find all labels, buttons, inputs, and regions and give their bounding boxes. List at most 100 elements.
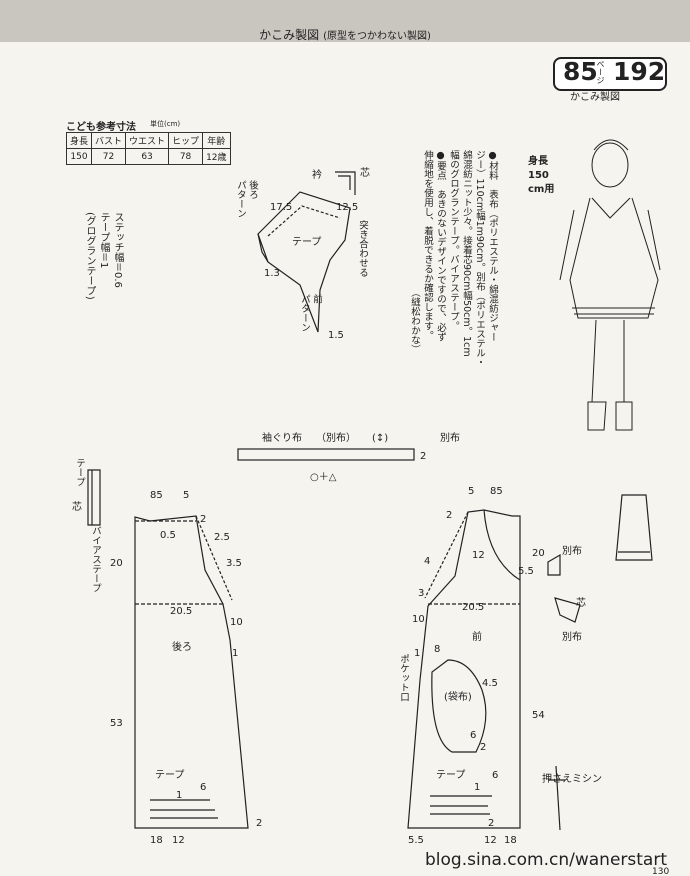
armhole-length: ○＋△ [310, 472, 337, 483]
girl-illustration [559, 139, 661, 431]
size-header-cell: バスト [91, 132, 127, 149]
back-side-in: 10 [230, 617, 243, 628]
armhole-title-note: （別布） [316, 432, 356, 444]
back-neck-drop: 0.5 [160, 530, 176, 541]
header-band [0, 0, 690, 42]
front-side-in: 10 [412, 614, 425, 625]
front-pocket-c: 6 [470, 730, 476, 741]
back-band-a: 1 [176, 790, 182, 801]
pattern-badge: 85 ページ 192 [553, 57, 667, 91]
size-table: 身長 バスト ウエスト ヒップ 年齢 150 72 63 78 12歳 [65, 132, 231, 165]
collar-dim-2: 12.5 [336, 202, 358, 213]
back-core-label: 芯 [72, 500, 82, 513]
height-label: 身長 150 cm用 [528, 156, 555, 195]
collar-dim-4: 1.5 [328, 330, 344, 341]
front-neck-curve [483, 509, 521, 581]
mini-dress-illustration [615, 494, 653, 561]
front-side-out: 1 [414, 648, 420, 659]
front-label: 前 [472, 630, 482, 643]
stitch-note: ステッチ幅＝0.6 テープ幅＝1 (グログランテープ) [84, 212, 123, 300]
materials-note: ●材料 表布（ポリエステル・綿混紡ジャー ジー）110cm幅1m90cm。別布（… [409, 150, 498, 367]
back-band-b: 6 [200, 782, 206, 793]
front-tape-label: テープ [436, 769, 465, 781]
front-yoke-height: 20 [532, 548, 545, 559]
collar-core-mark [335, 171, 356, 195]
size-table-value-row: 150 72 63 78 12歳 [65, 148, 231, 165]
collar-tape-label: テープ [292, 236, 321, 248]
back-armhole-guide [195, 515, 233, 601]
back-hem-left: 18 [150, 835, 163, 846]
back-hem-rise: 2 [256, 818, 262, 829]
back-label: 後ろ [172, 640, 192, 653]
front-band-b: 6 [492, 770, 498, 781]
page-title: かこみ製図(原型をつかわない製図) [0, 26, 690, 43]
back-bias-label: バイアステープ [90, 526, 101, 593]
size-value-cell: 72 [91, 148, 127, 165]
front-pocket-piece: (袋布) [444, 690, 472, 703]
front-hem-bands [430, 795, 492, 815]
front-contrast-1: 別布 [562, 545, 582, 557]
front-hem-offset: 5.5 [408, 835, 424, 846]
size-value-cell: 150 [65, 148, 93, 165]
front-neck-d: 4 [424, 556, 430, 567]
size-value-cell: 12歳 [202, 148, 231, 165]
front-neck-a: 2 [446, 510, 452, 521]
back-hem-bands [150, 799, 218, 819]
front-pocket-b: 4.5 [482, 678, 498, 689]
title-text: かこみ製図 [259, 28, 320, 42]
collar-title: 衿 [312, 168, 322, 181]
back-tape-label: テープ [155, 769, 184, 781]
armhole-strip [237, 448, 415, 461]
detail-piece-bottom [554, 597, 581, 623]
watermark-url: blog.sina.com.cn/wanerstart [425, 850, 667, 870]
armhole-contrast: 別布 [440, 432, 460, 444]
armhole-height-dim: 2 [420, 451, 426, 462]
collar-core-label: 芯 [360, 166, 370, 179]
page-number: 130 [652, 867, 669, 876]
front-neck-c: 5.5 [518, 566, 534, 577]
front-hem-rise: 2 [488, 818, 494, 829]
armhole-grain: (↕) [372, 433, 388, 444]
front-bodice-outline [407, 509, 521, 829]
collar-dim-1: 17.5 [270, 202, 292, 213]
front-chest-width: 20.5 [462, 602, 484, 613]
back-top-width: 85 [150, 490, 163, 501]
front-band-a: 1 [474, 782, 480, 793]
badge-caption: かこみ製図 [570, 92, 620, 103]
front-armhole: 3 [418, 588, 424, 599]
front-armhole-guide [424, 511, 469, 599]
back-chest-width: 20.5 [170, 606, 192, 617]
front-neck-b: 12 [472, 550, 485, 561]
badge-page-suffix: ページ [596, 60, 605, 84]
back-armhole-b: 3.5 [226, 558, 242, 569]
collar-back-curve [257, 233, 269, 263]
back-armhole-a: 2.5 [214, 532, 230, 543]
front-core-label: 芯 [576, 596, 586, 609]
front-pocket [431, 659, 487, 753]
front-stitch-label: 押さえミシン [542, 772, 602, 785]
front-pocket-mouth-label: ポケット口 [398, 654, 409, 702]
front-hem-right: 18 [504, 835, 517, 846]
back-side-out: 1 [232, 648, 238, 659]
armhole-title: 袖ぐり布 [262, 431, 302, 444]
subtitle-text: (原型をつかわない製図) [323, 31, 431, 42]
size-table-title: こども参考寸法 [66, 122, 136, 133]
collar-match-label: 突き合わせる [357, 220, 368, 277]
front-pocket-a: 8 [434, 644, 440, 655]
front-top-offset: 5 [468, 486, 474, 497]
collar-dim-3: 1.3 [264, 268, 280, 279]
collar-front-pattern-label: 前 パターン [299, 294, 322, 332]
badge-page-ref: 85 [563, 57, 598, 86]
collar-inner-line [267, 205, 341, 237]
back-hem-right: 12 [172, 835, 185, 846]
front-top-width: 85 [490, 486, 503, 497]
back-tape-detail [87, 469, 101, 526]
front-body-length: 54 [532, 710, 545, 721]
front-pocket-d: 2 [480, 742, 486, 753]
back-tape-side-label: テープ [74, 458, 85, 487]
badge-pattern-number: 192 [613, 57, 666, 86]
stitch-detail [548, 765, 565, 831]
front-contrast-2: 別布 [562, 631, 582, 643]
detail-piece-top [547, 553, 561, 576]
